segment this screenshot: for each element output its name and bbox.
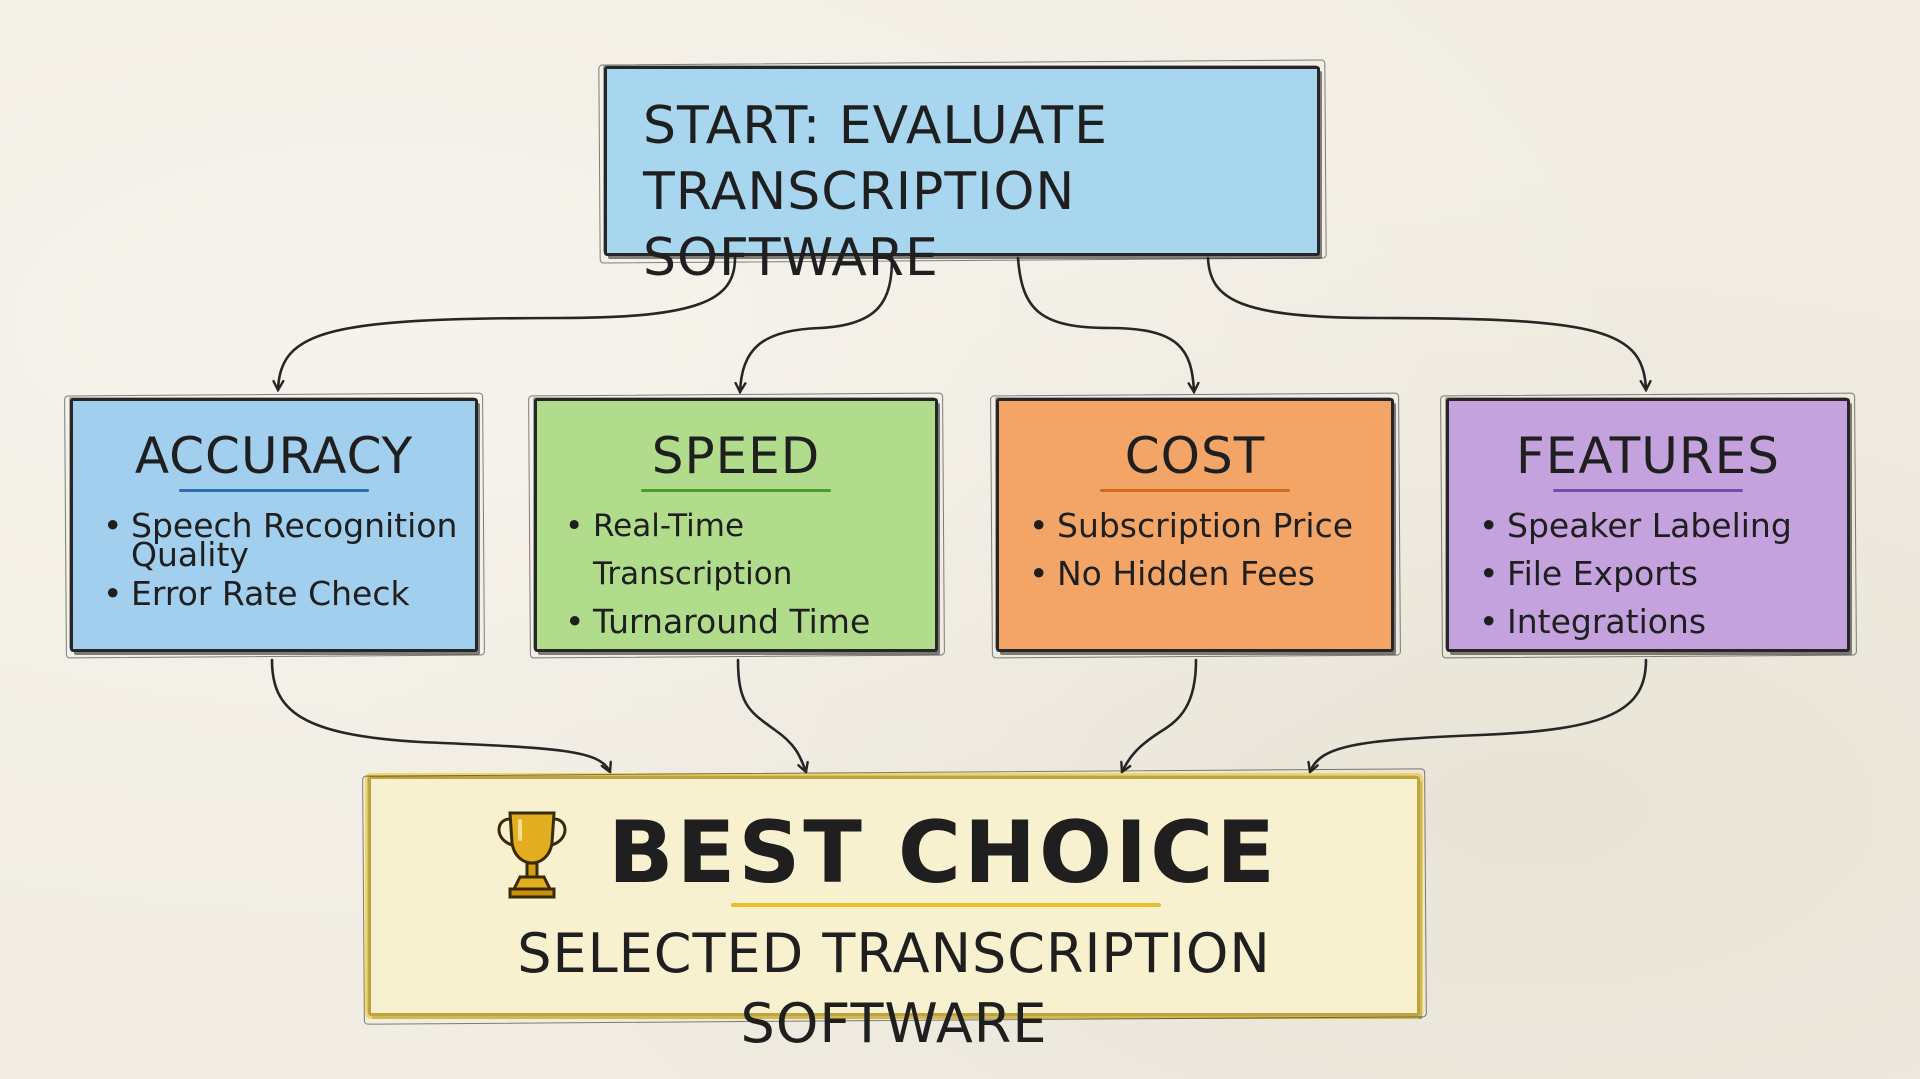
arrow-accuracy-to-best (270, 658, 610, 772)
features-node: FEATURES Speaker Labeling File Exports I… (1446, 398, 1850, 652)
speed-item: Turnaround Time (565, 598, 935, 646)
accuracy-list: Speech Recognition Quality Error Rate Ch… (73, 502, 475, 618)
speed-node: SPEED Real-Time Transcription Turnaround… (534, 398, 938, 652)
speed-underline (641, 489, 831, 492)
arrow-start-to-speed (740, 256, 894, 392)
speed-title: SPEED (651, 427, 821, 485)
start-title-line1: START: EVALUATE (643, 96, 1109, 156)
cost-title: COST (1124, 427, 1266, 485)
best-choice-title: BEST CHOICE (608, 803, 1278, 903)
speed-list: Real-Time Transcription Turnaround Time (537, 502, 935, 646)
start-node: START: EVALUATE TRANSCRIPTION SOFTWARE (604, 66, 1320, 288)
features-list: Speaker Labeling File Exports Integratio… (1449, 502, 1847, 646)
features-item: Speaker Labeling (1479, 502, 1847, 550)
features-item: Integrations (1479, 598, 1847, 646)
start-title: START: EVALUATE TRANSCRIPTION SOFTWARE (643, 93, 1287, 291)
features-item: File Exports (1479, 550, 1847, 598)
start-title-line2: TRANSCRIPTION SOFTWARE (643, 162, 1076, 288)
arrow-cost-to-best (1122, 658, 1198, 772)
accuracy-item: Speech Recognition (103, 502, 475, 550)
arrow-speed-to-best (736, 658, 806, 772)
trophy-icon (497, 811, 567, 899)
accuracy-underline (179, 489, 369, 492)
best-choice-subtitle: SELECTED TRANSCRIPTION SOFTWARE (517, 922, 1271, 1055)
arrow-features-to-best (1310, 658, 1648, 772)
arrow-start-to-accuracy (278, 256, 737, 390)
accuracy-node: ACCURACY Speech Recognition Quality Erro… (70, 398, 478, 652)
features-title: FEATURES (1516, 427, 1780, 485)
arrow-start-to-features (1206, 256, 1646, 390)
best-choice-node: BEST CHOICE SELECTED TRANSCRIPTION SOFTW… (365, 773, 1423, 1055)
arrow-start-to-cost (1016, 256, 1194, 392)
cost-underline (1100, 489, 1290, 492)
speed-item: Real-Time Transcription (565, 502, 935, 598)
accuracy-item: Error Rate Check (103, 570, 475, 618)
cost-list: Subscription Price No Hidden Fees (999, 502, 1391, 598)
accuracy-item-continuation: Quality (131, 535, 249, 574)
best-choice-underline (731, 903, 1161, 907)
cost-node: COST Subscription Price No Hidden Fees (996, 398, 1394, 652)
cost-item: No Hidden Fees (1029, 550, 1391, 598)
best-choice-header: BEST CHOICE (371, 801, 1417, 905)
cost-item: Subscription Price (1029, 502, 1391, 550)
features-underline (1553, 489, 1743, 492)
accuracy-title: ACCURACY (134, 427, 414, 485)
